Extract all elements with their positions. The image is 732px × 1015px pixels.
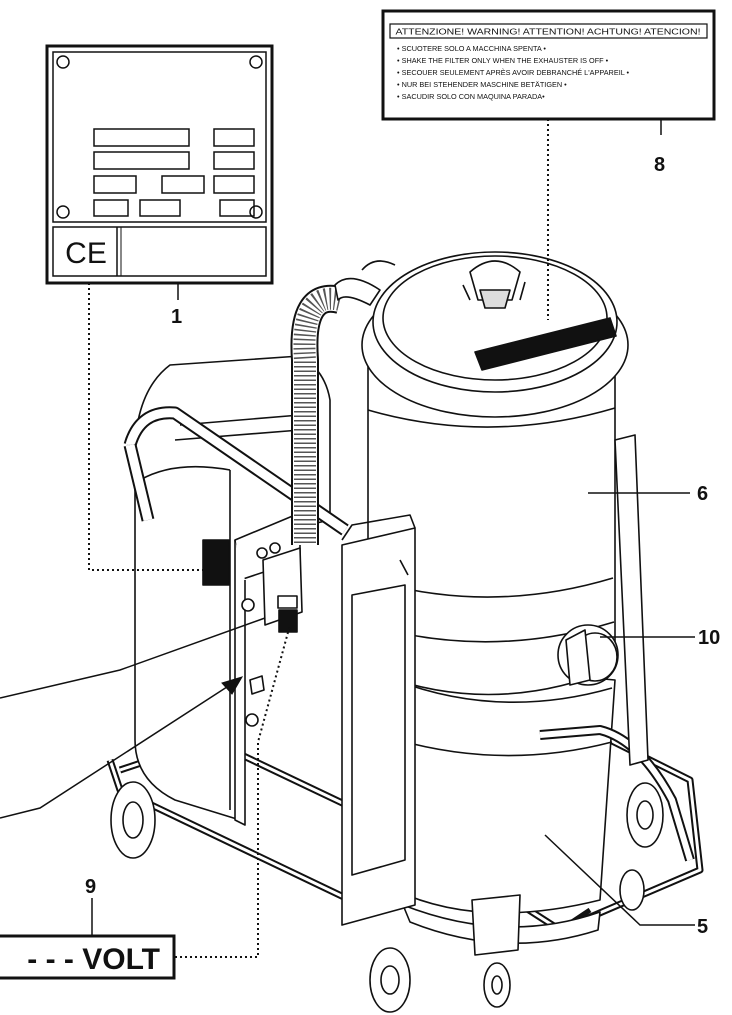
callout-8: 8	[654, 154, 665, 176]
callout-10: 10	[698, 627, 720, 649]
push-handle	[123, 406, 349, 536]
voltage-label: - - - VOLT	[0, 934, 176, 980]
callout-6: 6	[697, 483, 708, 505]
side-port	[557, 624, 619, 686]
plate-fields	[93, 128, 255, 217]
warning-line-2: • SHAKE THE FILTER ONLY WHEN THE EXHAUST…	[397, 56, 609, 65]
callout-5: 5	[697, 916, 708, 938]
warning-line-4: • NUR BEI STEHENDER MASCHINE BETÄTIGEN •	[397, 80, 567, 89]
callout-9: 9	[85, 876, 96, 898]
voltage-text: - - - VOLT	[27, 943, 160, 976]
vent-grille	[202, 539, 230, 586]
ce-mark: CE	[65, 237, 107, 270]
warning-line-1: • SCUOTERE SOLO A MACCHINA SPENTA •	[397, 44, 546, 53]
arrow-head	[221, 676, 244, 695]
warning-label: ATTENZIONE! WARNING! ATTENTION! ACHTUNG!…	[381, 9, 716, 121]
right-rail	[614, 434, 649, 766]
callout-1: 1	[171, 306, 182, 328]
front-wheels	[369, 869, 645, 1013]
warning-line-5: • SACUDIR SOLO CON MAQUINA PARADA•	[397, 92, 545, 101]
rear-wheels	[110, 781, 664, 859]
screw-holes	[56, 55, 263, 219]
warning-heading: ATTENZIONE! WARNING! ATTENTION! ACHTUNG!…	[396, 27, 701, 37]
leader-lines	[0, 119, 695, 958]
callout-numbers: 1 8 6 10 5 9	[85, 154, 720, 938]
rating-plate: CE	[45, 44, 274, 285]
electrical-box	[202, 514, 303, 826]
tank-lid	[361, 251, 629, 418]
rear-housing	[133, 355, 331, 821]
front-handle-frame	[341, 514, 416, 926]
lid-label-strip	[474, 317, 617, 371]
flex-hose	[290, 277, 381, 545]
warning-line-3: • SECOUER SEULEMENT APRÈS AVOIR DEBRANCH…	[397, 68, 630, 77]
